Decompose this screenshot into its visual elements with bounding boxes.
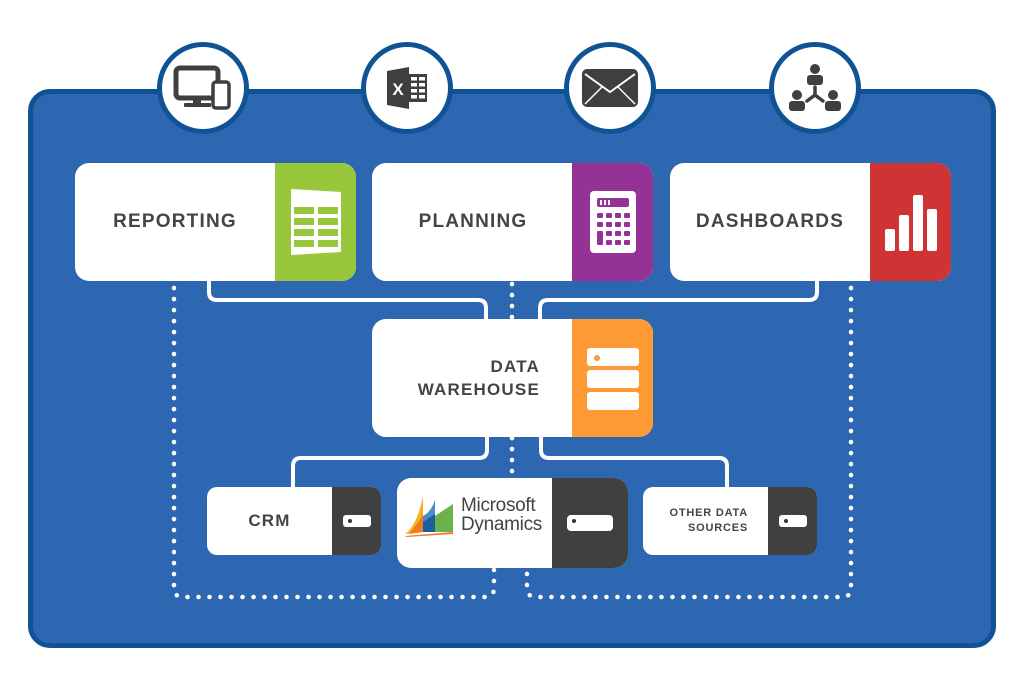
devices-circle: [157, 42, 249, 134]
org-chart-icon: [789, 64, 841, 111]
other-data-sources-card: OTHER DATA SOURCES: [643, 487, 817, 555]
email-icon: [582, 69, 638, 107]
crm-icon-panel: [332, 487, 381, 555]
dashboards-label: DASHBOARDS: [695, 211, 845, 232]
other-data-sources-line1: OTHER DATA: [669, 507, 748, 519]
other-data-sources-label: OTHER DATA SOURCES: [643, 487, 748, 555]
microsoft-dynamics-text: Microsoft Dynamics: [461, 496, 542, 534]
microsoft-dynamics-icon-panel: [552, 478, 628, 568]
calculator-icon: [589, 191, 636, 253]
database-icon: [586, 348, 639, 410]
reporting-icon-panel: [275, 163, 356, 281]
excel-icon: X: [387, 67, 427, 109]
data-warehouse-icon-panel: [572, 319, 653, 437]
planning-card: PLANNING: [372, 163, 653, 281]
microsoft-dynamics-line2: Dynamics: [461, 514, 543, 535]
data-warehouse-label: DATA WAREHOUSE: [372, 319, 540, 437]
crm-label: CRM: [248, 511, 291, 530]
microsoft-dynamics-card: Microsoft Dynamics: [397, 478, 628, 568]
other-data-sources-line2: SOURCES: [688, 522, 748, 534]
server-icon: [567, 515, 613, 531]
connector-reporting-warehouse: [207, 280, 488, 322]
reporting-card: REPORTING: [75, 163, 356, 281]
excel-circle: X: [361, 42, 453, 134]
server-icon: [342, 515, 371, 527]
microsoft-dynamics-logo: Microsoft Dynamics: [403, 492, 542, 538]
org-chart-circle: [769, 42, 861, 134]
microsoft-dynamics-logo-icon: [405, 496, 453, 537]
server-icon: [778, 515, 807, 527]
planning-icon-panel: [572, 163, 653, 281]
dotted-path-left: [171, 285, 497, 600]
dashboards-card: DASHBOARDS: [670, 163, 951, 281]
connector-dashboards-warehouse: [538, 280, 819, 322]
devices-icon: [173, 65, 231, 110]
planning-label: PLANNING: [418, 211, 528, 232]
data-warehouse-line1: DATA: [490, 357, 540, 376]
other-data-sources-icon-panel: [768, 487, 817, 555]
bar-chart-icon: [884, 195, 937, 251]
connector-warehouse-crm: [291, 436, 489, 488]
connector-warehouse-other: [539, 436, 729, 488]
dashboards-icon-panel: [870, 163, 951, 281]
spreadsheet-icon: [290, 189, 341, 255]
reporting-label: REPORTING: [113, 211, 237, 232]
data-warehouse-line2: WAREHOUSE: [417, 380, 540, 399]
svg-text:X: X: [392, 80, 404, 99]
microsoft-dynamics-line1: Microsoft: [461, 495, 536, 516]
data-warehouse-card: DATA WAREHOUSE: [372, 319, 653, 437]
email-circle: [564, 42, 656, 134]
crm-card: CRM: [207, 487, 381, 555]
